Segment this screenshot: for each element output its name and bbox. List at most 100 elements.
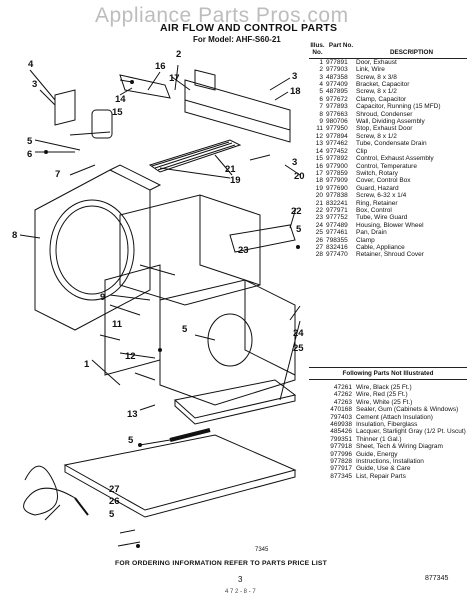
cell-desc: List, Repair Parts (356, 472, 406, 480)
cell-desc: Door, Exhaust (356, 58, 397, 66)
callout-1: 1 (84, 359, 90, 370)
cell-desc: Ring, Retainer (356, 199, 398, 207)
cell-part: 977894 (326, 132, 348, 140)
callout-20: 20 (294, 171, 305, 182)
cell-part: 977672 (326, 95, 348, 103)
callout-27: 27 (109, 484, 120, 495)
cell-part: 832416 (326, 243, 348, 251)
cell-part: 469938 (330, 421, 352, 429)
cell-part: 977909 (326, 177, 348, 185)
callout-13: 13 (127, 409, 138, 420)
cell-desc: Bracket, Capacitor (356, 81, 410, 89)
cell-illus: 18 (315, 177, 323, 185)
figure-number: 7345 (255, 547, 269, 553)
callout-2: 2 (176, 49, 182, 60)
cell-desc: Insulation, Fiberglass (356, 421, 418, 429)
callout-8: 8 (12, 230, 18, 241)
control-box (229, 224, 296, 253)
callout-9: 9 (100, 292, 106, 303)
cell-illus: 1 (319, 58, 323, 66)
cell-illus: 27 (315, 243, 323, 251)
callout-12: 12 (125, 351, 136, 362)
cell-desc: Screw, 6-32 x 1/4 (356, 192, 407, 200)
handwritten-note: 4 7 2 - 8 - 7 (225, 589, 256, 595)
cell-part: 977489 (326, 221, 348, 229)
base-pan (63, 434, 297, 511)
cell-illus: 11 (316, 125, 323, 133)
cell-illus: 4 (319, 81, 323, 89)
page-number: 3 (238, 575, 243, 584)
cell-part: 977838 (326, 192, 348, 200)
cell-part: 487895 (326, 88, 348, 96)
cell-illus: 14 (315, 147, 323, 155)
callout-3c: 3 (292, 157, 298, 168)
cell-part: 977971 (326, 206, 348, 214)
callout-3b: 3 (32, 79, 38, 90)
cell-part: 977950 (326, 125, 348, 133)
condensate-tube (169, 428, 211, 442)
cell-part: 977900 (326, 162, 348, 170)
cell-part: 47263 (333, 398, 352, 406)
cell-part: 977663 (326, 110, 348, 118)
cell-part: 799351 (330, 435, 352, 443)
cell-illus: 15 (315, 155, 323, 163)
cell-part: 977462 (326, 140, 348, 148)
capacitor-bracket (54, 89, 76, 126)
cell-part: 977918 (330, 443, 352, 451)
cell-desc: Wire, Red (25 Ft.) (356, 391, 408, 399)
cell-illus: 8 (319, 110, 323, 118)
cell-illus: 25 (315, 229, 323, 237)
cell-part: 977859 (326, 169, 348, 177)
cell-part: 977409 (326, 81, 348, 89)
condenser-shroud (34, 164, 162, 331)
cell-illus: 20 (315, 192, 323, 200)
cell-part: 977917 (330, 465, 352, 473)
drain-pan (173, 379, 297, 425)
cell-desc: Tube, Wire Guard (356, 214, 408, 222)
cell-desc: Capacitor, Running (15 MFD) (356, 103, 441, 111)
callout-4: 4 (28, 59, 34, 70)
cell-desc: Housing, Blower Wheel (356, 221, 424, 229)
cell-illus: 13 (315, 140, 323, 148)
callout-5e: 5 (109, 509, 115, 520)
cell-desc: Guard, Hazard (356, 184, 399, 192)
cell-desc: Pan, Drain (356, 229, 387, 237)
page-title: AIR FLOW AND CONTROL PARTS (160, 22, 338, 34)
callout-21: 21 (225, 164, 236, 175)
blower-housing (159, 279, 296, 406)
callout-7: 7 (55, 169, 61, 180)
cell-part: 485426 (330, 428, 352, 436)
cell-desc: Wire, Black (25 Ft.) (356, 384, 412, 391)
cell-desc: Cement (Attach Insulation) (356, 413, 433, 421)
cell-illus: 12 (315, 132, 323, 140)
cell-illus: 7 (319, 103, 323, 111)
cell-part: 487358 (326, 73, 348, 81)
cell-illus: 9 (319, 118, 323, 126)
cell-desc: Screw, 8 x 3/8 (356, 73, 397, 81)
cell-desc: Guide, Use & Care (356, 465, 411, 473)
not-illustrated-header: Following Parts Not Illustrated (309, 367, 467, 380)
cell-desc: Retainer, Shroud Cover (356, 251, 424, 259)
cell-illus: 19 (315, 184, 323, 192)
callout-17: 17 (169, 73, 180, 84)
table-row: 469938 Insulation, Fiberglass (309, 421, 467, 428)
cell-desc: Sheet, Tech & Wiring Diagram (356, 443, 443, 451)
